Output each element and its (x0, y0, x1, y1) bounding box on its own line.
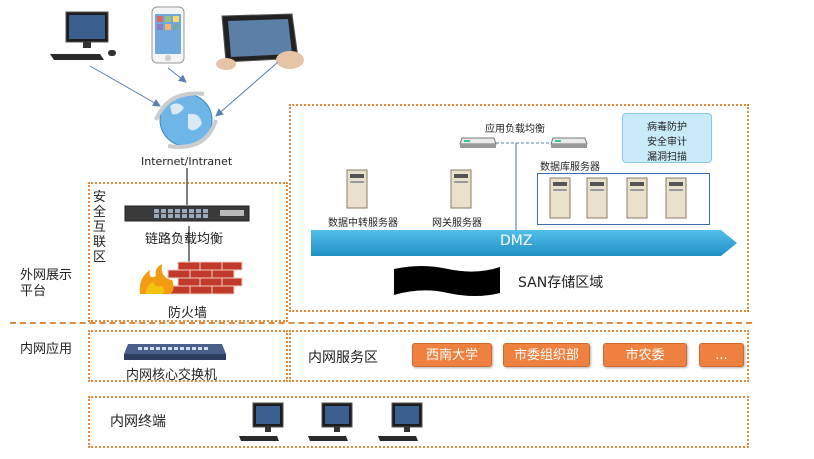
service-more[interactable]: ... (699, 343, 744, 367)
core-switch-label: 内网核心交换机 (126, 368, 218, 383)
note-virus: 病毒防护 (647, 122, 687, 133)
internet-label: Internet/Intranet (141, 155, 233, 168)
db-server-label: 数据库服务器 (540, 162, 600, 173)
db-server-icon-4 (665, 177, 687, 219)
dmz-arrow (311, 230, 737, 256)
firewall-icon (139, 261, 243, 295)
app-lb-left-icon (459, 137, 497, 148)
intranet-service-title: 内网服务区 (308, 350, 378, 366)
db-server-group (537, 173, 710, 225)
dmz-zone-box (289, 104, 749, 312)
intranet-service-box (289, 330, 749, 382)
security-zone-label: 安全互联区 (93, 190, 107, 265)
tablet-icon (216, 13, 304, 70)
app-lb-label: 应用负载均衡 (485, 124, 545, 135)
data-transfer-server-icon (346, 169, 368, 209)
service-agri-committee[interactable]: 市农委 (603, 343, 687, 367)
data-transfer-label: 数据中转服务器 (328, 218, 398, 229)
gateway-label: 网关服务器 (432, 218, 482, 229)
note-scan: 漏洞扫描 (647, 152, 687, 163)
note-audit: 安全审计 (647, 137, 687, 148)
globe-icon (154, 91, 218, 149)
san-storage-shape (394, 266, 500, 296)
zone-separator (10, 322, 752, 324)
dmz-label: DMZ (500, 233, 533, 249)
gateway-server-icon (450, 169, 472, 209)
firewall-label: 防火墙 (168, 306, 208, 321)
service-xinan-university[interactable]: 西南大学 (412, 343, 492, 367)
terminal-computer-icon-2 (308, 402, 353, 441)
security-zone-box (88, 182, 288, 322)
core-switch-box (88, 330, 288, 382)
service-party-org-dept[interactable]: 市委组织部 (503, 343, 590, 367)
app-lb-right-icon (550, 137, 588, 148)
db-server-icon-3 (626, 177, 648, 219)
core-switch-icon (124, 344, 226, 360)
link-load-balancer-icon (124, 205, 250, 222)
terminal-computer-icon-3 (378, 402, 423, 441)
san-label: SAN存储区域 (518, 275, 604, 291)
inner-app-label: 内网应用 (20, 342, 73, 357)
db-server-icon-2 (586, 177, 608, 219)
smartphone-icon (151, 6, 185, 64)
intranet-terminal-label: 内网终端 (110, 414, 166, 430)
desktop-computer-icon (50, 11, 116, 60)
security-note-box: 病毒防护 安全审计 漏洞扫描 (622, 113, 712, 163)
intranet-terminal-box (88, 396, 749, 448)
terminal-computer-icon-1 (239, 402, 284, 441)
outer-platform-label: 外网展示平台 (20, 268, 73, 299)
db-server-icon-1 (549, 177, 571, 219)
link-lb-label: 链路负载均衡 (145, 232, 224, 247)
